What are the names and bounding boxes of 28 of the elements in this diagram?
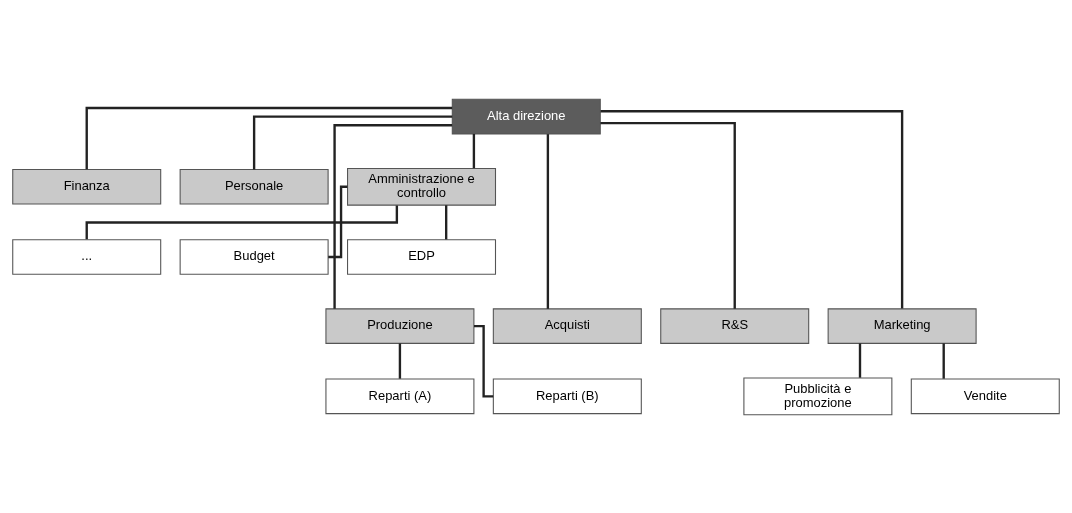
connector bbox=[600, 109, 904, 309]
connector bbox=[600, 121, 736, 309]
node-box: Produzione bbox=[325, 307, 475, 344]
connector bbox=[398, 343, 402, 379]
connector bbox=[85, 106, 453, 169]
connector bbox=[474, 324, 494, 397]
node-box: EDP bbox=[347, 238, 497, 275]
connector bbox=[472, 133, 476, 168]
node-box: Pubblicità e promozione bbox=[743, 376, 893, 415]
node-box: Alta direzione bbox=[451, 98, 601, 134]
node-box: ... bbox=[12, 238, 162, 275]
connector bbox=[858, 343, 862, 378]
connector bbox=[445, 204, 448, 239]
connector bbox=[546, 133, 550, 309]
node-box: Reparti (A) bbox=[325, 378, 475, 414]
node-box: Personale bbox=[179, 168, 329, 205]
connector bbox=[252, 114, 453, 169]
node-box: Marketing bbox=[827, 307, 977, 344]
connector bbox=[333, 123, 453, 309]
node-box: Acquisti bbox=[492, 307, 642, 344]
connector bbox=[942, 343, 945, 379]
node-box: Reparti (B) bbox=[492, 378, 642, 414]
connector bbox=[328, 185, 348, 258]
node-box: R&S bbox=[660, 307, 810, 344]
node-box: Vendite bbox=[910, 378, 1060, 414]
node-box: Finanza bbox=[12, 168, 162, 205]
node-box: Amministrazione e controllo bbox=[347, 167, 497, 206]
node-box: Budget bbox=[179, 238, 329, 275]
